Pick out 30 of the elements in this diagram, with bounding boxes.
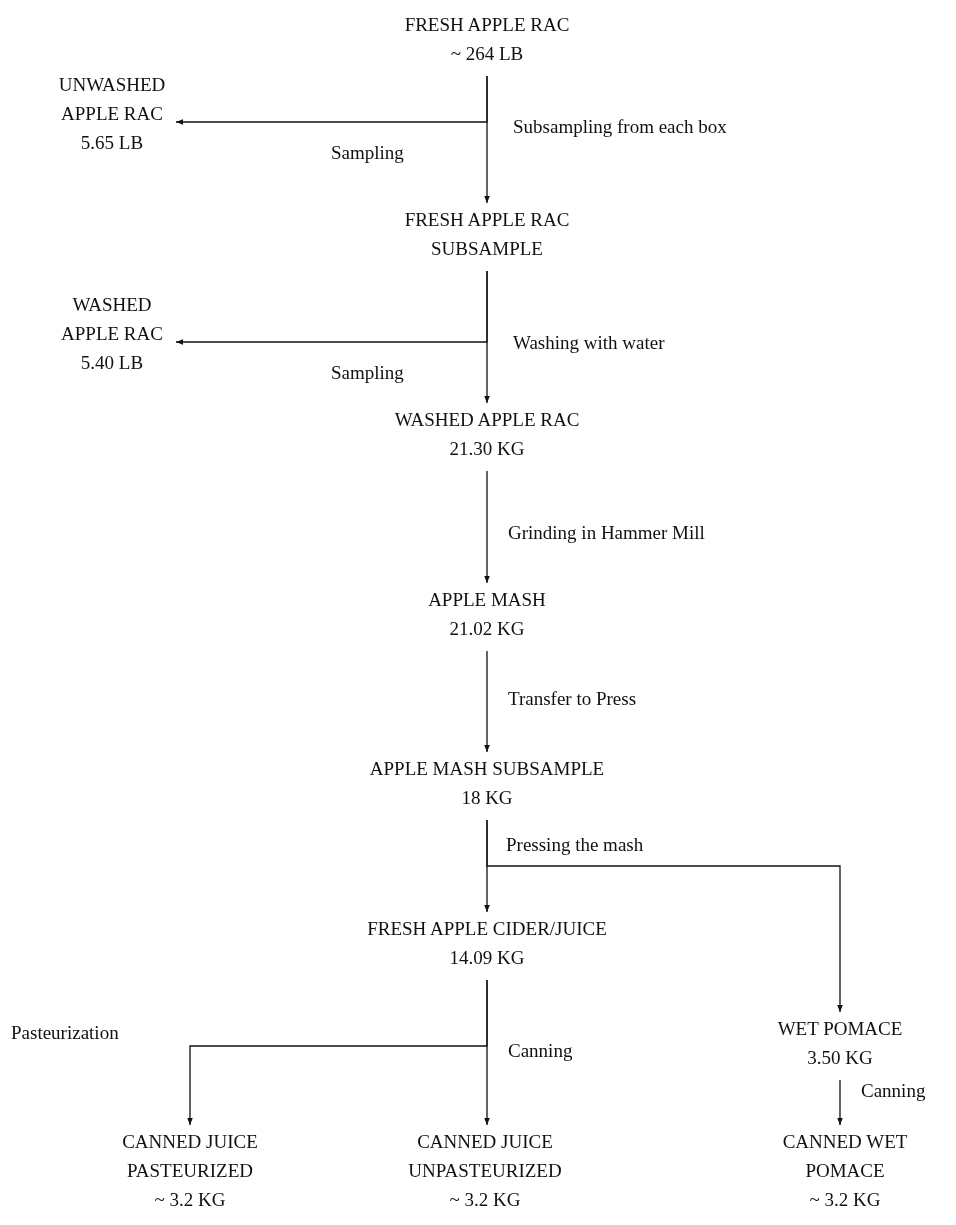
stage-name: WET POMACE xyxy=(776,1017,904,1041)
quantity-text: ~ 264 LB xyxy=(449,42,525,66)
quantity-text: 3.50 KG xyxy=(806,1046,874,1070)
arrow xyxy=(484,650,490,753)
stage-name: CANNED WET POMACE xyxy=(782,1130,908,1183)
quantity-text: 5.40 LB xyxy=(79,351,145,375)
stage-name: WASHED APPLE RAC xyxy=(393,408,581,432)
arrow xyxy=(484,979,490,1126)
arrow xyxy=(175,270,488,345)
stage-name: UNWASHED APPLE RAC xyxy=(57,73,167,126)
quantity-text: 18 KG xyxy=(460,786,514,810)
stage-name: WASHED APPLE RAC xyxy=(60,293,164,346)
arrow xyxy=(175,75,488,125)
quantity-text: ~ 3.2 KG xyxy=(808,1188,882,1212)
quantity-text: ~ 3.2 KG xyxy=(448,1188,522,1212)
stage-name: APPLE MASH SUBSAMPLE xyxy=(368,757,606,781)
stage-name: FRESH APPLE RAC xyxy=(403,13,571,37)
quantity-text: 5.65 LB xyxy=(79,131,145,155)
stage-name: FRESH APPLE CIDER/JUICE xyxy=(366,917,608,941)
arrow xyxy=(837,1079,843,1126)
arrow xyxy=(486,819,843,1013)
stage-name: CANNED JUICE PASTEURIZED xyxy=(121,1130,259,1183)
quantity-text: 14.09 KG xyxy=(448,946,526,970)
stage-name: APPLE MASH xyxy=(427,588,547,612)
quantity-text: 21.02 KG xyxy=(448,617,526,641)
stage-name: CANNED JUICE UNPASTEURIZED xyxy=(407,1130,563,1183)
arrow xyxy=(484,470,490,584)
quantity-text: 21.30 KG xyxy=(448,437,526,461)
quantity-text: ~ 3.2 KG xyxy=(153,1188,227,1212)
stage-name: FRESH APPLE RAC SUBSAMPLE xyxy=(403,208,571,261)
